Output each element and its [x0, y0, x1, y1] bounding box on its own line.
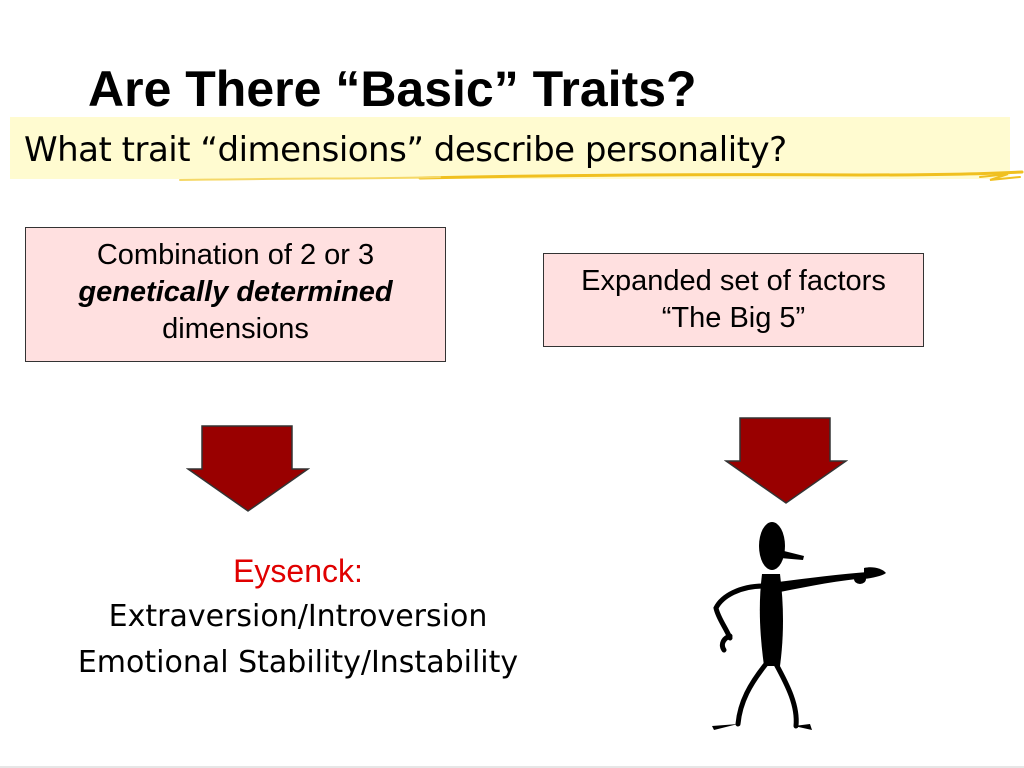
genetic-dimensions-box: Combination of 2 or 3 genetically determ…: [25, 227, 446, 362]
pointing-stick-figure-icon: [712, 522, 886, 730]
slide-title: Are There “Basic” Traits?: [88, 61, 697, 117]
down-arrow-icon: [186, 425, 310, 512]
down-arrow-icon: [724, 417, 848, 504]
slide-subtitle: What trait “dimensions” describe persona…: [24, 130, 787, 170]
bottom-rule: [0, 766, 1024, 768]
right-box-line-1: Expanded set of factors: [581, 265, 886, 297]
subtitle-highlight-band: [10, 117, 1010, 179]
eysenck-trait-2: Emotional Stability/Instability: [77, 645, 519, 680]
right-box-line-2: “The Big 5”: [661, 302, 806, 334]
eysenck-block: Eysenck: Extraversion/Introversion Emoti…: [0, 548, 596, 686]
left-box-line-1: Combination of 2 or 3: [96, 239, 375, 271]
big-five-box: Expanded set of factors “The Big 5”: [543, 253, 924, 347]
eysenck-heading: Eysenck:: [233, 553, 363, 589]
left-box-line-3: dimensions: [162, 313, 309, 345]
highlight-stroke: [179, 170, 1024, 181]
left-box-emphasis: genetically determined: [78, 276, 393, 308]
eysenck-trait-1: Extraversion/Introversion: [108, 599, 488, 634]
